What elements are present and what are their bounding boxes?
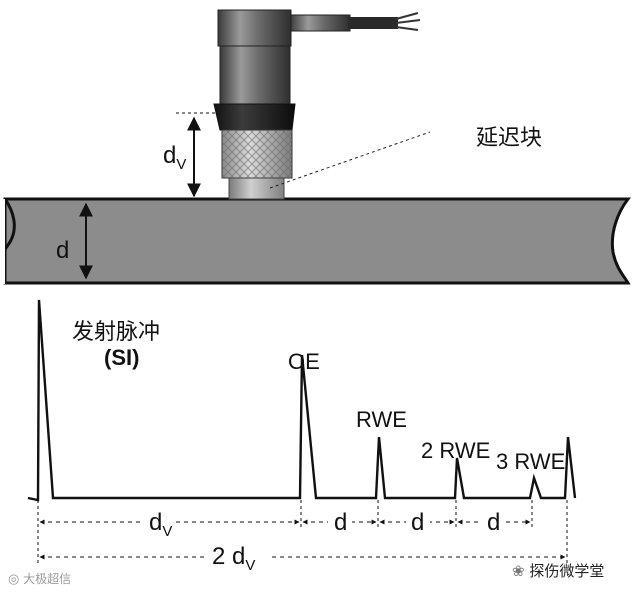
initial-pulse-abbr: (SI) <box>104 345 140 370</box>
dv-subscript: V <box>176 155 187 173</box>
test-plate <box>3 197 632 285</box>
a-scan-trace <box>27 299 577 502</box>
delay-block-leader <box>269 131 431 189</box>
dim-dv-subscript: V <box>162 522 173 540</box>
dim-d-label-3: d <box>487 509 501 536</box>
dim-2dv-label: 2 dV <box>212 543 255 574</box>
weibo-icon: ◎ <box>8 572 20 587</box>
initial-pulse-label: 发射脉冲 <box>72 320 161 345</box>
watermark-left-text: 大极超信 <box>23 572 72 586</box>
dim-dv-label: dV <box>149 509 172 540</box>
thickness-label: d <box>56 237 70 264</box>
second-backwall-echo-label: 2 RWE <box>421 438 490 464</box>
dim-2dv-factor: 2 <box>212 543 226 570</box>
dimension-ticks <box>37 500 568 565</box>
rwe2-number: 2 <box>421 438 434 463</box>
dim-d-label-1: d <box>334 509 348 536</box>
wechat-icon: ❀ <box>512 562 525 580</box>
watermark-right-text: 探伤微学堂 <box>529 562 605 580</box>
rwe3-number: 3 <box>496 449 509 474</box>
dv-symbol: d <box>163 142 177 169</box>
rwe2-text: RWE <box>439 438 491 463</box>
probe <box>213 9 421 200</box>
third-backwall-echo-label: 3 RWE <box>496 449 565 475</box>
delay-line-height-label: dV <box>163 142 186 173</box>
watermark-left: ◎ 大极超信 <box>8 570 71 587</box>
delay-block-label: 延迟块 <box>476 126 543 151</box>
interface-echo-label: OE <box>288 349 320 374</box>
dim-dv-symbol: d <box>149 509 163 536</box>
first-backwall-echo-label: RWE <box>356 407 407 432</box>
watermark-right: ❀ 探伤微学堂 <box>512 560 604 581</box>
dim-2dv-symbol: d <box>232 543 246 570</box>
dim-d-label-2: d <box>411 509 425 536</box>
dim-2dv-subscript: V <box>245 556 256 574</box>
rwe3-text: RWE <box>514 449 566 474</box>
